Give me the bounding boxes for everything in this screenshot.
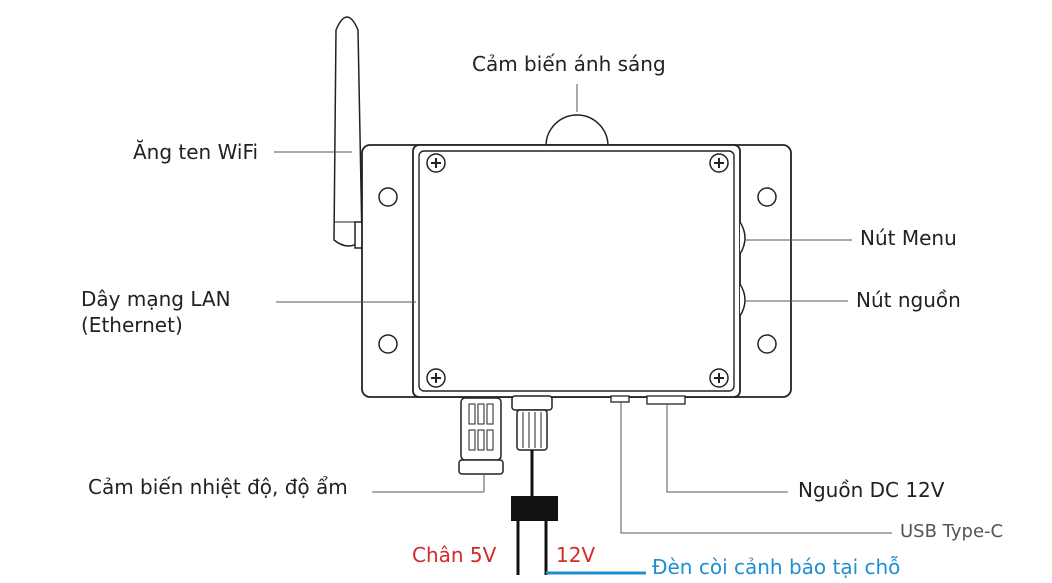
sensor-vent [477,403,485,425]
temp-sensor-cap [458,459,504,475]
enclosure-lid-inner [418,150,735,392]
cable-gland-nut [511,395,553,411]
power-button [739,283,746,317]
dc-leader [666,404,788,493]
mount-hole [378,187,398,207]
usb-type-c-label: USB Type-C [900,521,1004,542]
screw-icon [709,153,729,173]
screw-icon [426,368,446,388]
usb-leader [620,402,892,534]
sensor-vent [468,429,476,451]
light-sensor-dome [545,114,609,147]
wifi-antenna [333,16,363,247]
dc-power-label: Nguồn DC 12V [798,478,945,502]
cable-gland-body [516,409,548,451]
pin-12v-label: 12V [556,543,596,567]
screw-icon [709,368,729,388]
sensor-vent [468,403,476,425]
lan-label-line1: Dây mạng LAN [81,287,231,311]
menu-button-label: Nút Menu [860,226,957,250]
alarm-light-label: Đèn còi cảnh báo tại chỗ [652,555,901,579]
wifi-antenna-label: Ăng ten WiFi [133,140,259,164]
screw-icon [426,153,446,173]
temp-sensor-label: Cảm biến nhiệt độ, độ ẩm [88,475,348,499]
mount-hole [378,334,398,354]
light-sensor-label: Cảm biến ánh sáng [472,52,666,76]
lan-label-line2: (Ethernet) [81,313,183,337]
sensor-vent [477,429,485,451]
mount-hole [757,334,777,354]
menu-button [739,221,746,255]
power-button-label: Nút nguồn [856,288,961,312]
sensor-vent [486,403,494,425]
cable-splitter [511,496,558,521]
sensor-vent [486,429,494,451]
pin-5v-label: Chân 5V [412,543,497,567]
dc-port [646,395,686,405]
usb-c-port [610,395,630,403]
mount-hole [757,187,777,207]
